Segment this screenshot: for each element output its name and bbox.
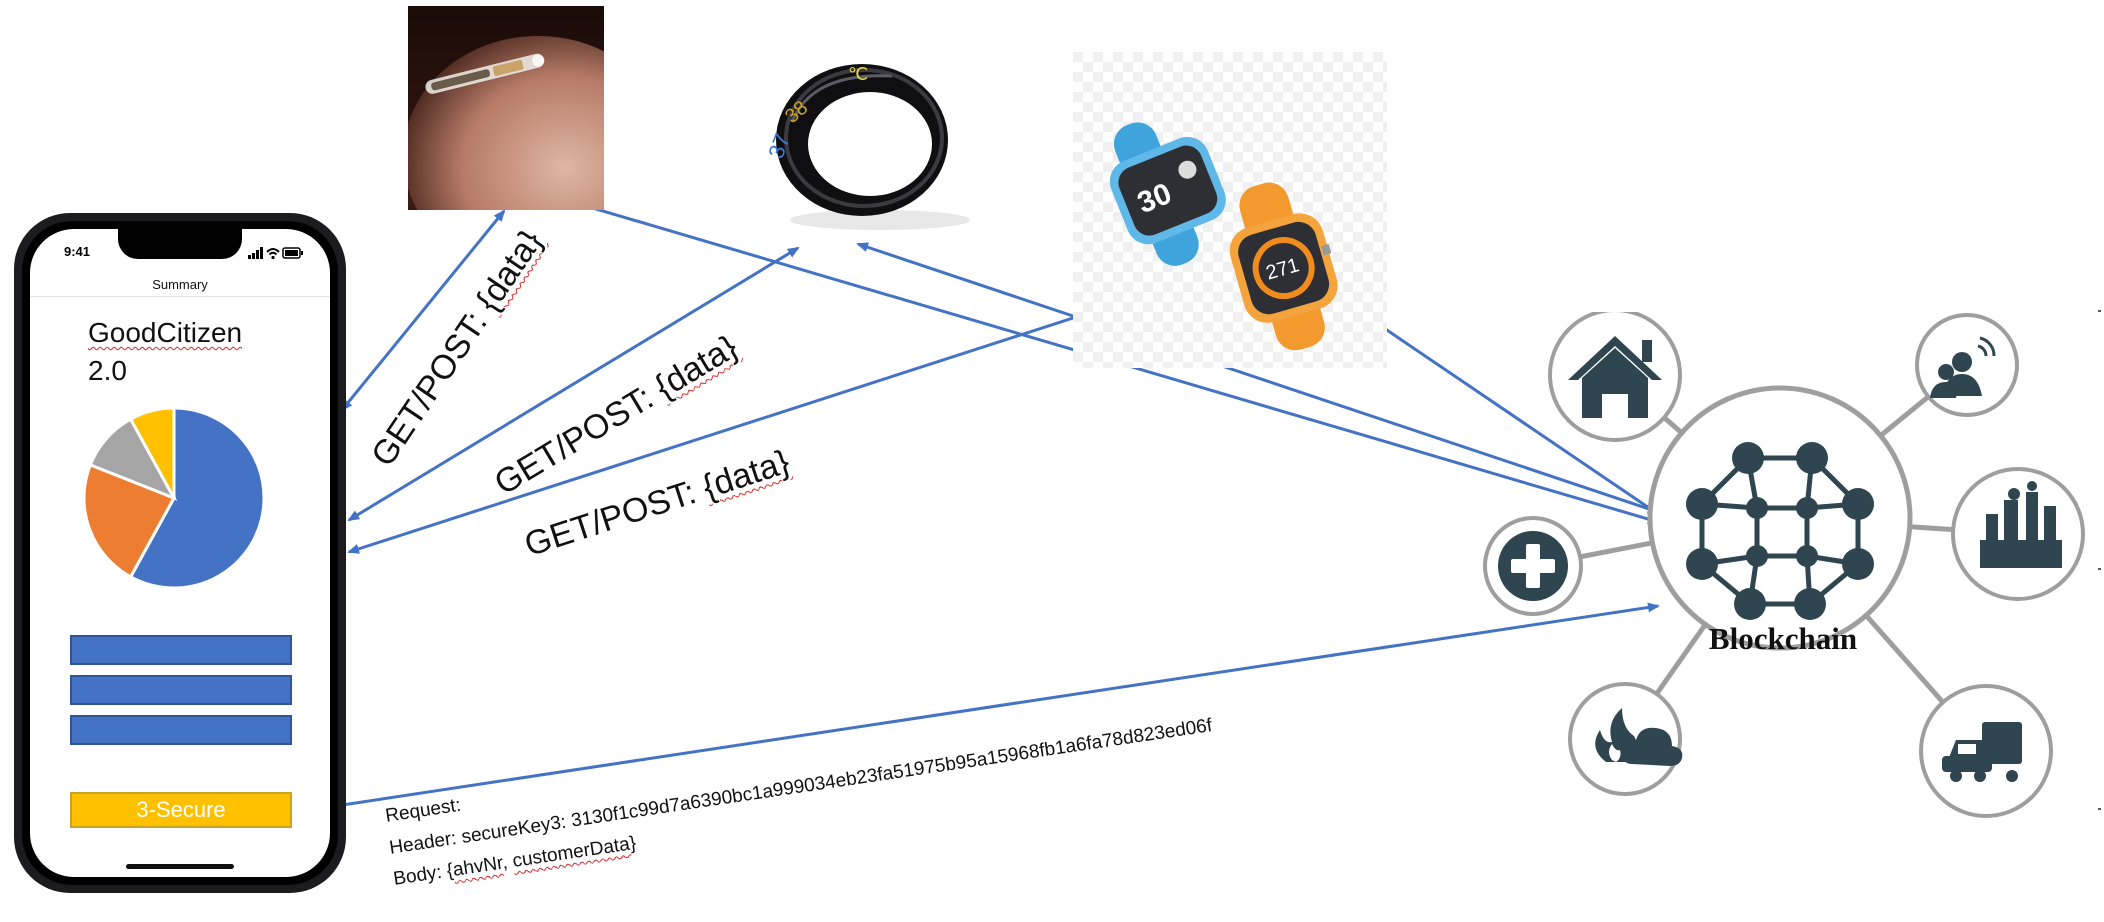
blockchain-label: Blockchain	[1709, 621, 1857, 656]
home-indicator	[126, 864, 234, 869]
medical-plus-icon	[1498, 531, 1568, 601]
app-title-line2: 2.0	[88, 355, 127, 386]
rfid-chip-icon	[425, 53, 545, 94]
data-bar-2[interactable]	[70, 675, 292, 705]
nav-title: Summary	[152, 277, 208, 292]
status-icons	[248, 247, 303, 260]
fire-cloud-icon	[1595, 708, 1683, 766]
truck-icon	[1942, 722, 2022, 782]
blockchain-hub: Blockchain	[1483, 312, 2085, 818]
edge-mark-mid	[2098, 568, 2101, 570]
summary-pie-chart	[82, 406, 266, 590]
arrow-phone-blockchain	[294, 602, 1660, 816]
blockchain-network-icon	[1686, 442, 1874, 620]
data-bar-1[interactable]	[70, 635, 292, 665]
blockchain-hub-circle	[1647, 385, 1913, 651]
blue-watch-icon: 30	[1109, 122, 1226, 266]
implant-chip-photo	[408, 6, 604, 210]
secure-button[interactable]: 3-Secure	[70, 792, 292, 828]
edge-mark-top	[2098, 310, 2101, 312]
phone-notch	[118, 229, 242, 259]
factory-icon	[1980, 481, 2062, 568]
orange-watch-icon: 271	[1229, 182, 1338, 351]
smart-ring-image: 37 38 ℃	[763, 64, 970, 230]
home-icon	[1568, 336, 1662, 418]
edge-mark-bottom	[2098, 808, 2101, 810]
person-signal-icon	[1930, 336, 1996, 398]
data-bar-3[interactable]	[70, 715, 292, 745]
pie-slice-2	[82, 462, 177, 579]
app-title-line1: GoodCitizen	[88, 317, 243, 348]
status-time: 9:41	[64, 244, 91, 259]
smartwatches-image: 30 271	[1073, 52, 1387, 368]
nav-divider	[30, 296, 330, 297]
pie-slice-4	[128, 406, 176, 499]
pie-slice-1	[128, 406, 266, 590]
wifi-icon	[266, 248, 280, 256]
battery-icon	[282, 247, 303, 259]
app-title: GoodCitizen 2.0	[88, 314, 242, 390]
ring-temp-icon: ℃	[848, 64, 868, 84]
signal-icon	[248, 247, 263, 259]
